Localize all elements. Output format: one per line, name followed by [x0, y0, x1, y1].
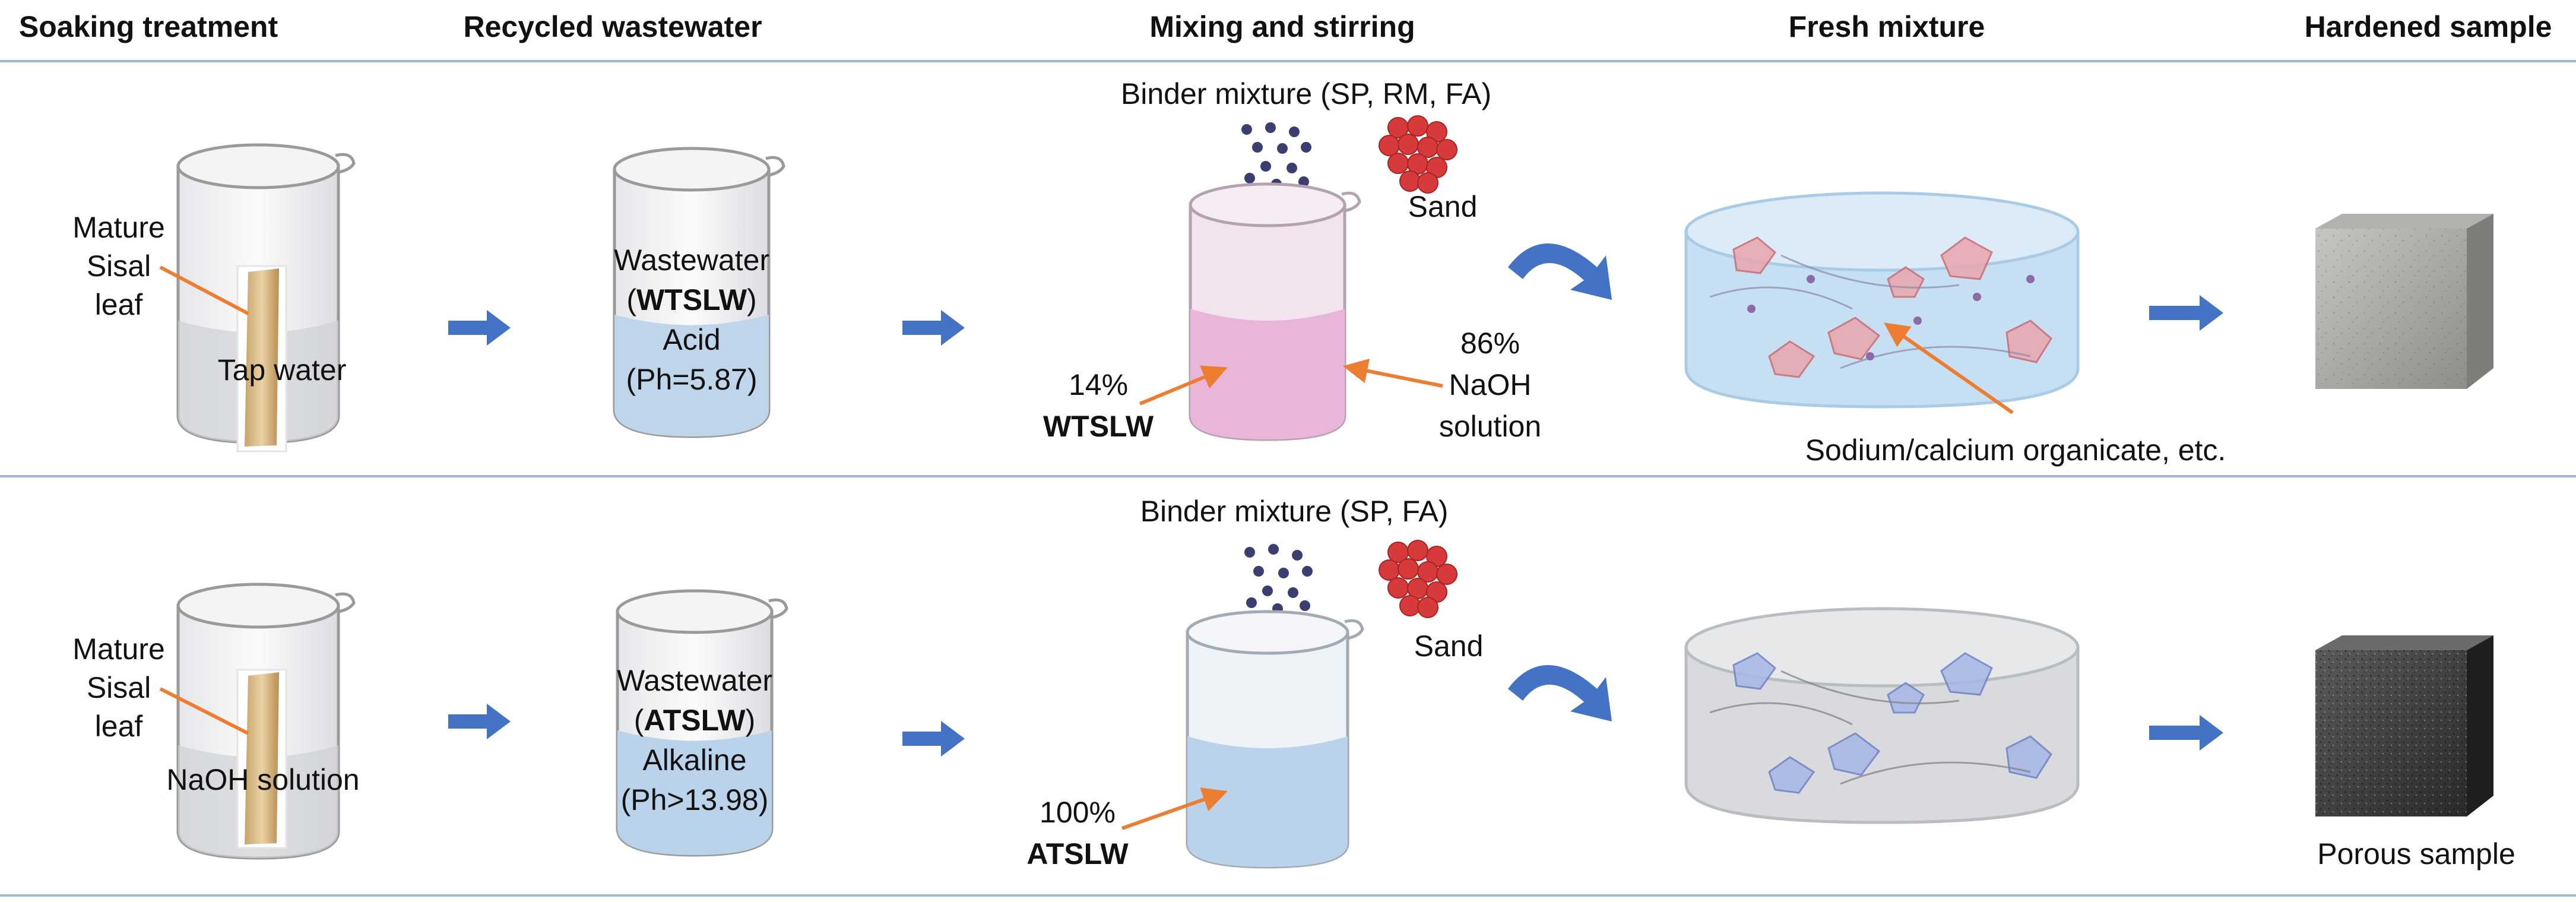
pointer-atslw	[1121, 787, 1228, 830]
fresh-mixture-dish-row2	[1684, 607, 2080, 824]
wastewater-type: Alkaline	[642, 743, 746, 777]
soak-liquid-label: NaOH solution	[166, 763, 359, 796]
soak-liquid-label: Tap water	[218, 353, 347, 387]
header-fresh-mixture: Fresh mixture	[1789, 10, 1985, 43]
leaf-pointer	[159, 265, 249, 315]
wastewater-type: Acid	[663, 323, 720, 356]
beaker-mixing-row2	[1186, 610, 1364, 869]
beaker-soaking-row2	[176, 583, 356, 860]
sand-label: Sand	[1414, 629, 1484, 663]
binder-particles-icon	[1241, 122, 1311, 189]
header-hardened-sample: Hardened sample	[2305, 10, 2552, 43]
flow-arrow-right	[2149, 715, 2223, 751]
pct-naoh-name-line1: NaOH	[1449, 368, 1532, 401]
curved-arrow-icon	[1508, 665, 1612, 721]
beaker-mixing-row1	[1189, 182, 1361, 441]
header-recycled-wastewater: Recycled wastewater	[463, 10, 762, 43]
flow-arrow-right	[902, 721, 965, 757]
leaf-label-line2: Sisal	[87, 671, 151, 704]
hardened-sample-cube-dark	[2315, 635, 2493, 816]
beaker-wastewater-row2	[616, 589, 788, 857]
leaf-label-line1: Mature	[72, 632, 165, 666]
wastewater-title: Wastewater	[617, 664, 772, 697]
pct-naoh: 86%	[1460, 327, 1520, 360]
porous-sample-label: Porous sample	[2317, 837, 2515, 871]
pct-wtslw: 14%	[1069, 368, 1128, 401]
flow-arrow-right	[448, 310, 511, 346]
binder-particles-icon	[1244, 544, 1313, 614]
sand-icon	[1379, 115, 1457, 194]
sand-label: Sand	[1408, 190, 1478, 223]
pointer-organicate	[1884, 322, 2014, 414]
binder-label: Binder mixture (SP, FA)	[1140, 495, 1449, 528]
leaf-label-line2: Sisal	[87, 249, 151, 283]
pct-atslw-name: ATSLW	[1026, 837, 1129, 871]
flow-arrow-right	[2149, 295, 2223, 331]
sisal-leaf-icon	[245, 268, 279, 447]
header-mixing-stirring: Mixing and stirring	[1149, 10, 1415, 43]
fresh-mixture-dish-row1	[1684, 191, 2080, 409]
pct-wtslw-name: WTSLW	[1043, 410, 1154, 443]
pointer-naoh	[1342, 358, 1443, 388]
beaker-soaking-row1	[176, 143, 356, 452]
sand-icon	[1379, 540, 1457, 618]
sisal-leaf-icon	[245, 672, 279, 844]
wastewater-code: (ATSLW)	[634, 704, 756, 737]
beaker-wastewater-row1	[613, 147, 785, 438]
pct-atslw: 100%	[1040, 796, 1116, 829]
binder-label: Binder mixture (SP, RM, FA)	[1121, 77, 1491, 110]
organicate-label: Sodium/calcium organicate, etc.	[1805, 433, 2226, 467]
leaf-pointer	[159, 687, 249, 735]
wastewater-ph: (Ph=5.87)	[626, 363, 758, 396]
leaf-label-line3: leaf	[95, 710, 143, 743]
flow-arrow-right	[902, 310, 965, 346]
leaf-label-line1: Mature	[72, 211, 165, 244]
pointer-wtslw	[1139, 365, 1228, 406]
wastewater-code: (WTSLW)	[626, 283, 756, 317]
curved-arrow-icon	[1508, 243, 1612, 300]
pct-naoh-name-line2: solution	[1439, 410, 1541, 443]
leaf-label-line3: leaf	[95, 288, 143, 321]
hardened-sample-cube-light	[2315, 214, 2493, 389]
header-soaking-treatment: Soaking treatment	[19, 10, 278, 43]
flow-arrow-right	[448, 704, 511, 739]
wastewater-ph: (Ph>13.98)	[621, 783, 769, 816]
wastewater-title: Wastewater	[614, 243, 769, 277]
